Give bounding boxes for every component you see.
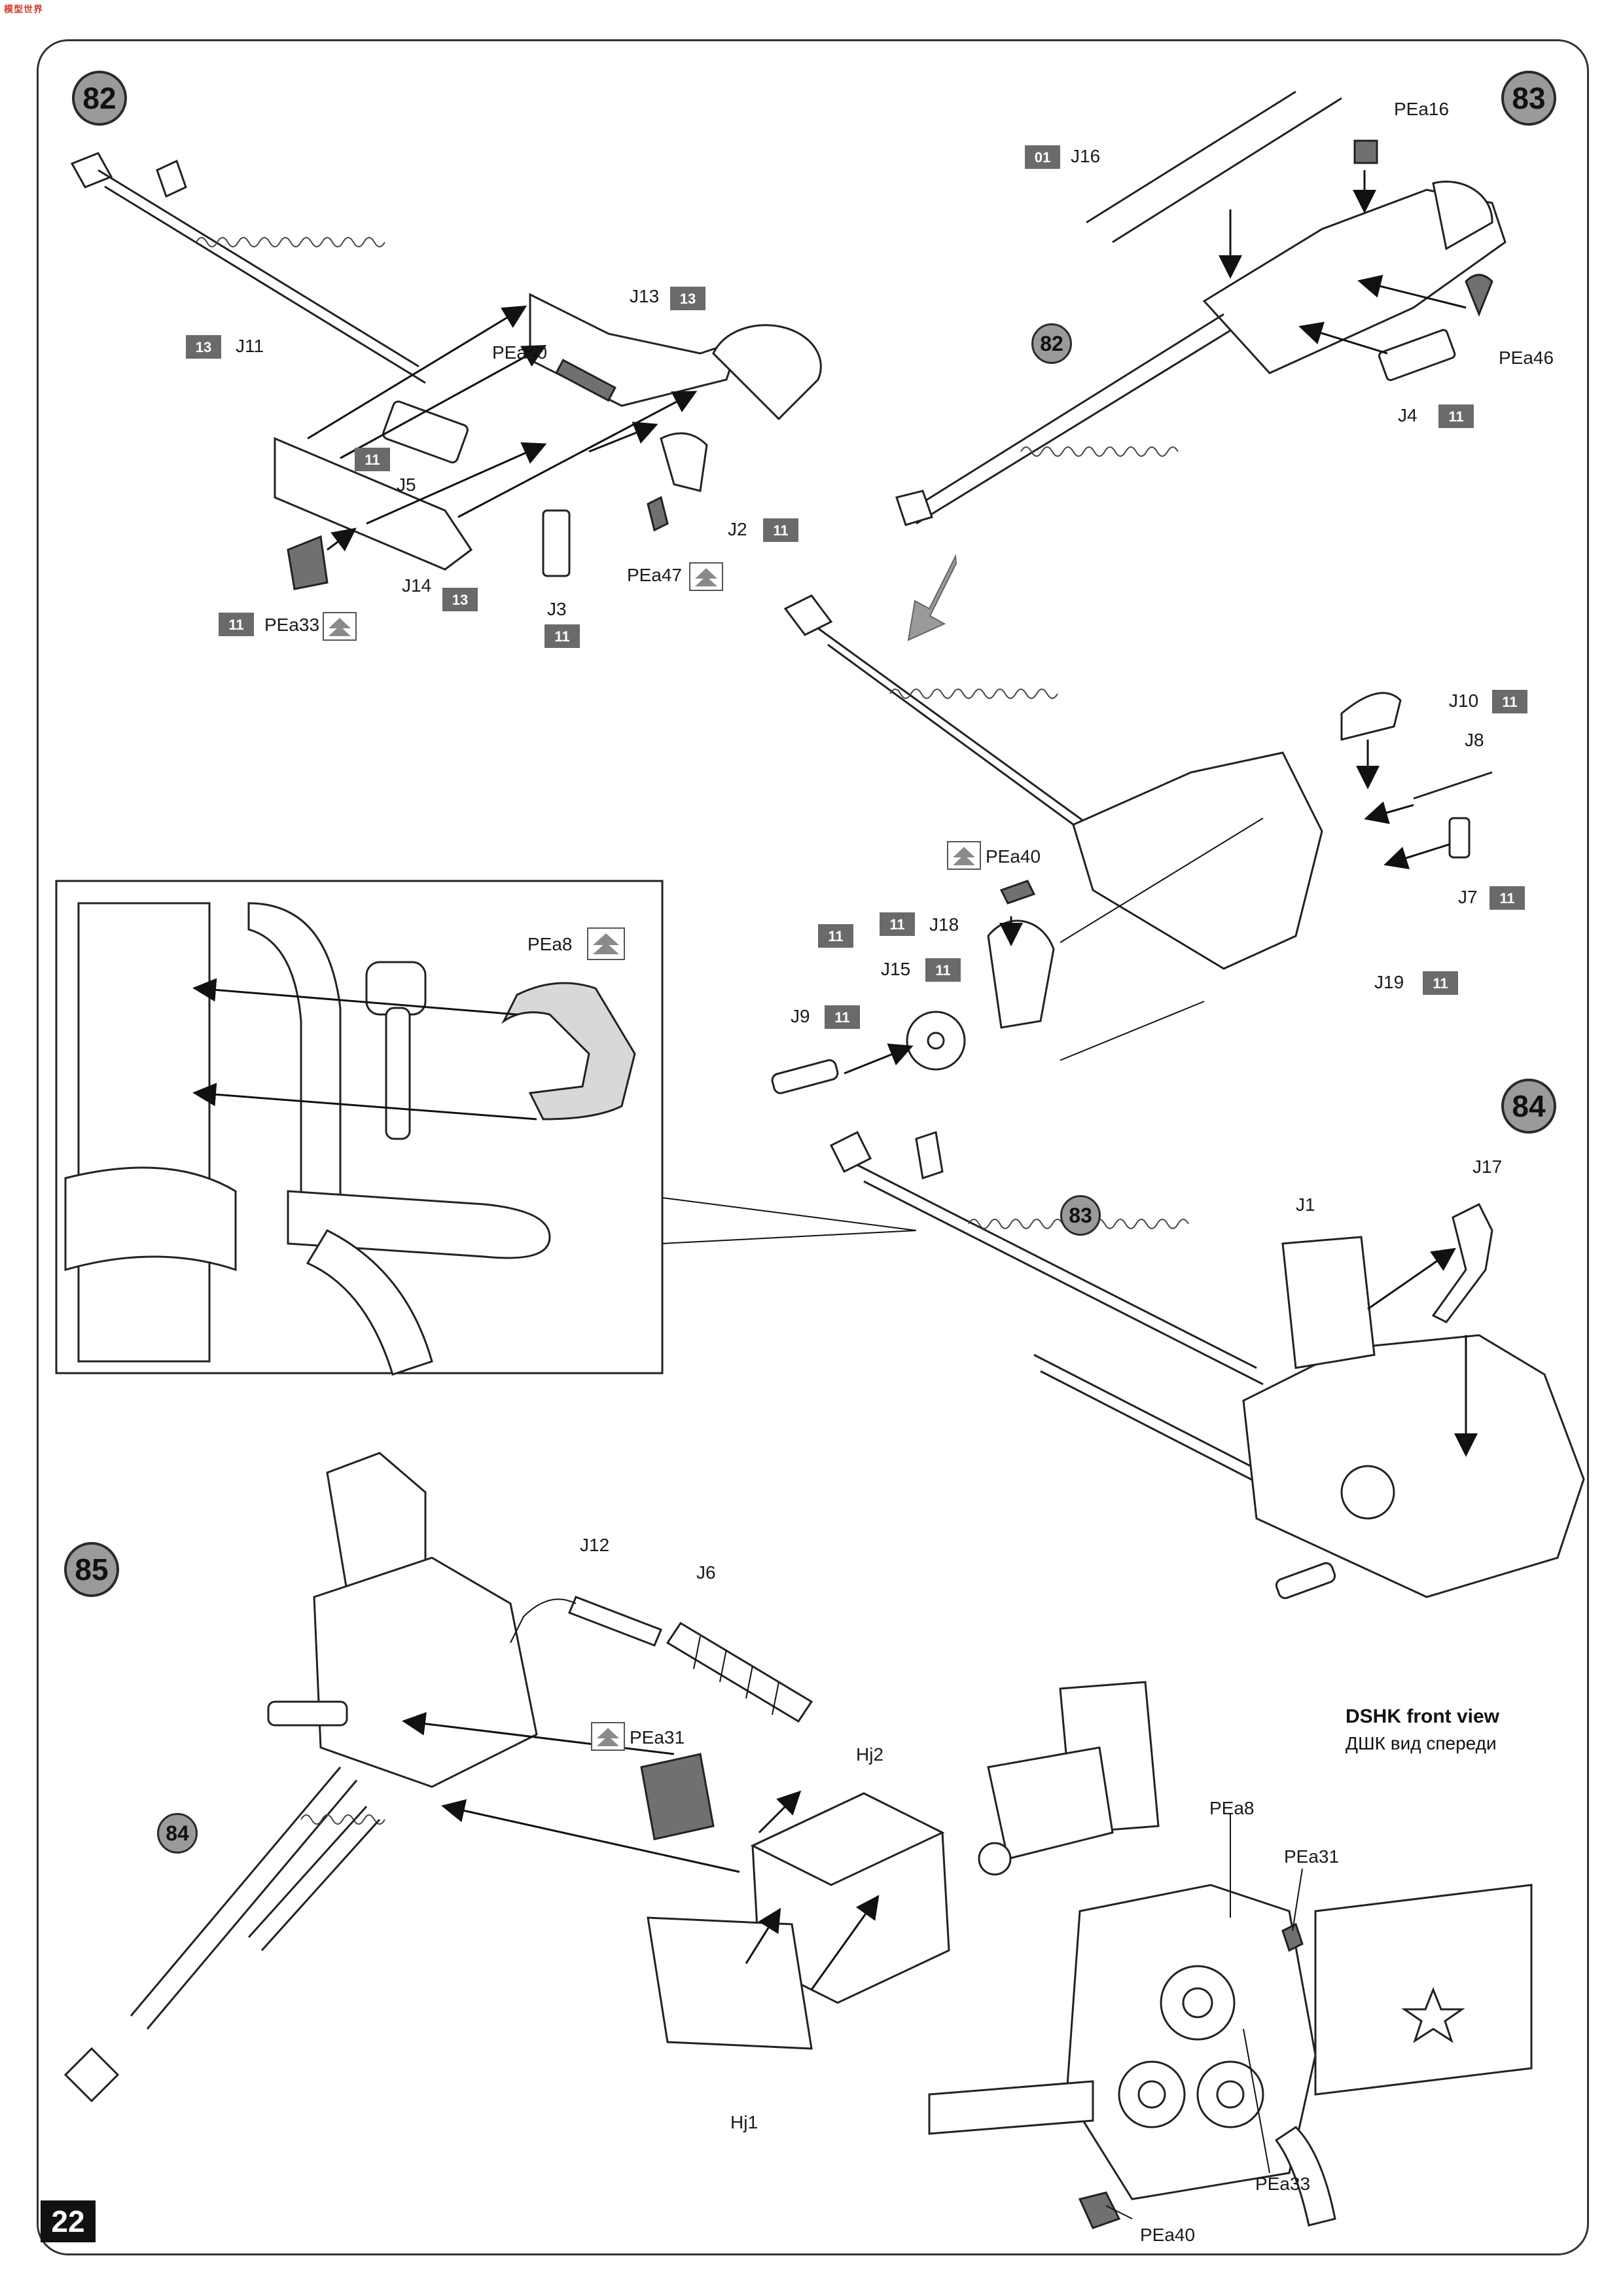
part-label: J3 — [547, 599, 567, 619]
front-view-labels: PEa8 PEa31 PEa33 PEa40 — [1140, 1798, 1339, 2245]
photo-etch-icon — [587, 927, 625, 960]
code-tag: 11 — [219, 613, 254, 636]
part-label: Hj2 — [856, 1744, 883, 1765]
photo-etch-icon — [947, 841, 981, 870]
svg-text:11: 11 — [365, 452, 380, 468]
part-label: J4 — [1398, 405, 1418, 425]
step82-labels: 13 J11 J13 13 PEa20 11 J5 J2 11 J14 13 J… — [186, 286, 798, 648]
step85-labels: J12 J6 PEa31 Hj2 Hj1 — [580, 1535, 883, 2132]
inset-labels: PEa8 — [527, 927, 625, 960]
part-label: J6 — [696, 1562, 716, 1583]
code-tag: 11 — [818, 924, 853, 948]
part-label: PEa8 — [527, 934, 573, 954]
code-tag: 11 — [763, 518, 798, 542]
part-label: J15 — [881, 959, 910, 979]
front-view-subtitle: ДШК вид спереди — [1346, 1733, 1497, 1753]
step-84-badge: 84 — [1501, 1079, 1556, 1134]
code-tag: 13 — [442, 588, 478, 611]
step85-drawing — [63, 1452, 950, 2103]
part-label: J8 — [1465, 730, 1484, 750]
code-tag: 11 — [925, 958, 961, 982]
part-label: J18 — [929, 914, 959, 935]
part-label: J2 — [728, 519, 747, 539]
part-label: PEa46 — [1499, 348, 1554, 368]
svg-text:13: 13 — [680, 291, 696, 307]
step83-drawing — [771, 90, 1507, 1094]
part-label: J11 — [236, 336, 264, 356]
svg-text:13: 13 — [452, 592, 468, 608]
svg-text:11: 11 — [1448, 408, 1463, 425]
part-label: PEa47 — [627, 565, 682, 585]
step82-drawing — [70, 152, 822, 590]
svg-text:11: 11 — [773, 522, 788, 539]
part-label: J7 — [1458, 887, 1478, 907]
svg-text:11: 11 — [828, 928, 843, 944]
subassembly-ref-84: 84 — [157, 1813, 198, 1854]
part-label: J1 — [1296, 1194, 1315, 1215]
photo-etch-icon — [591, 1722, 625, 1751]
front-view-drawing — [928, 1681, 1533, 2229]
subassembly-ref-83: 83 — [1060, 1195, 1101, 1236]
code-tag: 11 — [544, 624, 580, 648]
svg-text:11: 11 — [554, 628, 569, 645]
part-label: J16 — [1071, 146, 1100, 166]
part-label: J9 — [791, 1006, 810, 1026]
part-label: PEa40 — [986, 846, 1041, 867]
code-tag: 13 — [670, 287, 705, 310]
code-tag: 11 — [1489, 886, 1525, 910]
photo-etch-icon — [323, 612, 357, 641]
part-label: PEa31 — [630, 1727, 685, 1748]
code-tag: 13 — [186, 335, 221, 359]
part-label: PEa8 — [1209, 1798, 1255, 1818]
photo-etch-icon — [689, 562, 723, 591]
code-tag: 11 — [1438, 404, 1474, 428]
svg-text:11: 11 — [228, 617, 243, 633]
front-view-title: DSHK front view — [1346, 1706, 1500, 1727]
part-label: J5 — [397, 475, 416, 495]
part-label: Hj1 — [730, 2112, 758, 2132]
code-tag: 01 — [1025, 145, 1060, 169]
code-tag: 11 — [825, 1005, 860, 1029]
part-label: J10 — [1449, 691, 1478, 711]
page-number: 22 — [41, 2200, 96, 2242]
step-85-badge: 85 — [64, 1542, 119, 1597]
step-82-badge: 82 — [72, 71, 127, 126]
part-label: PEa20 — [492, 342, 547, 363]
detail-inset — [55, 880, 917, 1376]
part-label: J14 — [402, 575, 431, 596]
part-label: PEa40 — [1140, 2225, 1195, 2245]
svg-text:01: 01 — [1035, 149, 1050, 166]
svg-text:11: 11 — [935, 962, 950, 978]
part-label: J17 — [1472, 1157, 1502, 1177]
svg-text:11: 11 — [1502, 694, 1517, 710]
step84-drawing — [829, 1130, 1585, 1600]
part-label: J12 — [580, 1535, 609, 1555]
code-tag: 11 — [880, 912, 915, 936]
step84-labels: J1 J17 — [1296, 1157, 1502, 1215]
svg-text:11: 11 — [1499, 890, 1514, 906]
code-tag: 11 — [355, 448, 390, 471]
part-label: J13 — [630, 286, 659, 306]
part-label: PEa33 — [1255, 2174, 1310, 2194]
step-83-badge: 83 — [1501, 71, 1556, 126]
code-tag: 11 — [1423, 971, 1458, 995]
part-label: PEa31 — [1284, 1846, 1339, 1867]
code-tag: 11 — [1492, 690, 1527, 713]
svg-text:13: 13 — [196, 339, 211, 355]
svg-text:11: 11 — [889, 916, 904, 933]
svg-text:11: 11 — [834, 1009, 849, 1026]
step83-labels: 01 J16 PEa16 PEa46 J4 11 J10 11 J8 PEa40… — [791, 99, 1554, 1029]
subassembly-ref-82: 82 — [1031, 323, 1072, 364]
part-label: J19 — [1374, 972, 1404, 992]
watermark-logo: 模型世界 — [4, 5, 43, 15]
part-label: PEa33 — [264, 615, 319, 635]
svg-text:11: 11 — [1433, 975, 1448, 992]
part-label: PEa16 — [1394, 99, 1449, 119]
